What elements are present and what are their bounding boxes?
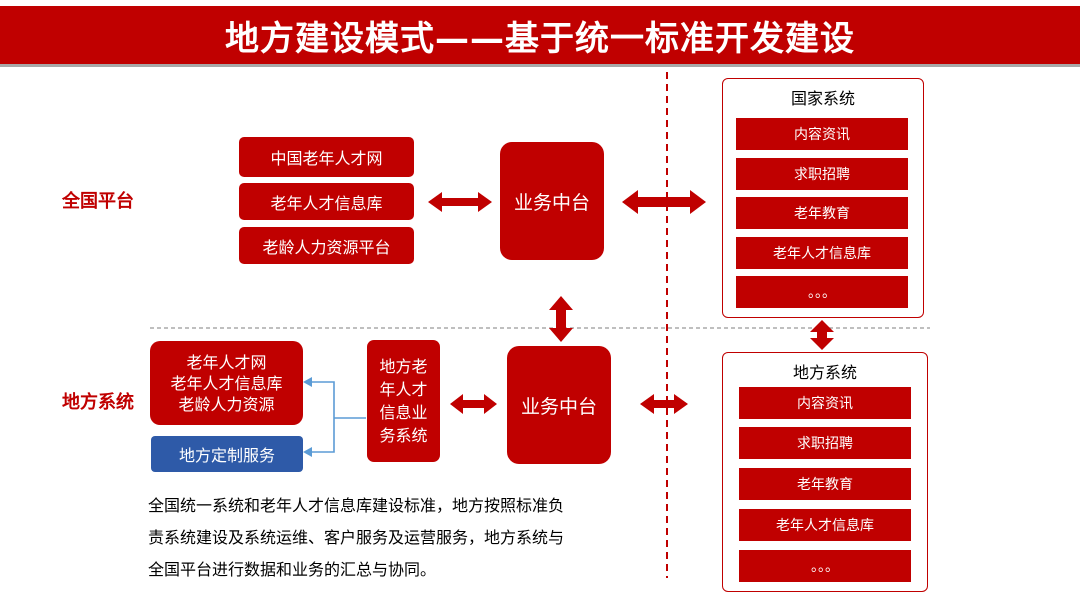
double-arrow-local-left	[450, 394, 497, 414]
double-arrow-local-right	[640, 394, 688, 414]
national-item-talent-network: 中国老年人才网	[239, 137, 414, 177]
national-system-panel: 国家系统 内容资讯 求职招聘 老年教育 老年人才信息库 。。。	[722, 78, 924, 318]
description-line-1: 全国统一系统和老年人才信息库建设标准，地方按照标准负	[148, 496, 565, 515]
national-item-talent-database: 老年人才信息库	[239, 183, 414, 220]
local-business-system-line-4: 务系统	[379, 426, 428, 445]
double-arrow-hub-vertical	[549, 296, 573, 342]
local-system-item-news: 内容资讯	[739, 387, 911, 419]
local-business-system-box: 地方老 年人才 信息业 务系统	[367, 340, 440, 462]
local-system-label: 地方系统	[62, 392, 134, 413]
national-system-item-education: 老年教育	[736, 197, 908, 229]
local-system-title: 地方系统	[792, 363, 857, 382]
local-system-item-jobs: 求职招聘	[739, 427, 911, 459]
local-resource-line-network: 老年人才网	[186, 352, 267, 372]
local-business-system-line-3: 信息业	[379, 403, 428, 422]
national-item-hr-platform: 老龄人力资源平台	[239, 227, 414, 264]
local-system-item-more: 。。。	[739, 550, 911, 582]
national-system-title: 国家系统	[790, 89, 855, 108]
national-system-item-more: 。。。	[736, 276, 908, 308]
national-system-item-jobs: 求职招聘	[736, 158, 908, 190]
local-resource-line-database: 老年人才信息库	[170, 373, 283, 393]
double-arrow-national-left	[428, 192, 492, 212]
national-system-item-talent-db: 老年人才信息库	[736, 237, 908, 269]
blue-arrowhead-lower	[303, 447, 312, 457]
double-arrow-national-right	[622, 190, 706, 214]
local-business-system-line-1: 地方老	[379, 357, 428, 376]
national-system-item-news: 内容资讯	[736, 118, 908, 150]
local-system-item-talent-db: 老年人才信息库	[739, 509, 911, 541]
national-platform-label: 全国平台	[62, 191, 134, 212]
national-business-hub: 业务中台	[500, 142, 604, 260]
description-line-2: 责系统建设及系统运维、客户服务及运营服务，地方系统与	[148, 528, 565, 547]
local-resource-box: 老年人才网 老年人才信息库 老龄人力资源	[150, 341, 303, 425]
local-business-hub: 业务中台	[507, 346, 611, 464]
local-system-item-education: 老年教育	[739, 468, 911, 500]
description-line-3: 全国平台进行数据和业务的汇总与协同。	[148, 560, 437, 579]
page-title: 地方建设模式——基于统一标准开发建设	[0, 6, 1080, 67]
description-text: 全国统一系统和老年人才信息库建设标准，地方按照标准负 责系统建设及系统运维、客户…	[148, 490, 638, 586]
local-system-panel: 地方系统 内容资讯 求职招聘 老年教育 老年人才信息库 。。。	[722, 352, 928, 592]
double-arrow-systems-vertical	[810, 320, 834, 350]
blue-arrowhead-upper	[303, 377, 312, 387]
local-resource-line-hr: 老龄人力资源	[178, 394, 275, 414]
local-business-system-line-2: 年人才	[379, 380, 428, 399]
blue-bracket-line	[310, 381, 366, 453]
local-custom-service-box: 地方定制服务	[151, 436, 303, 472]
